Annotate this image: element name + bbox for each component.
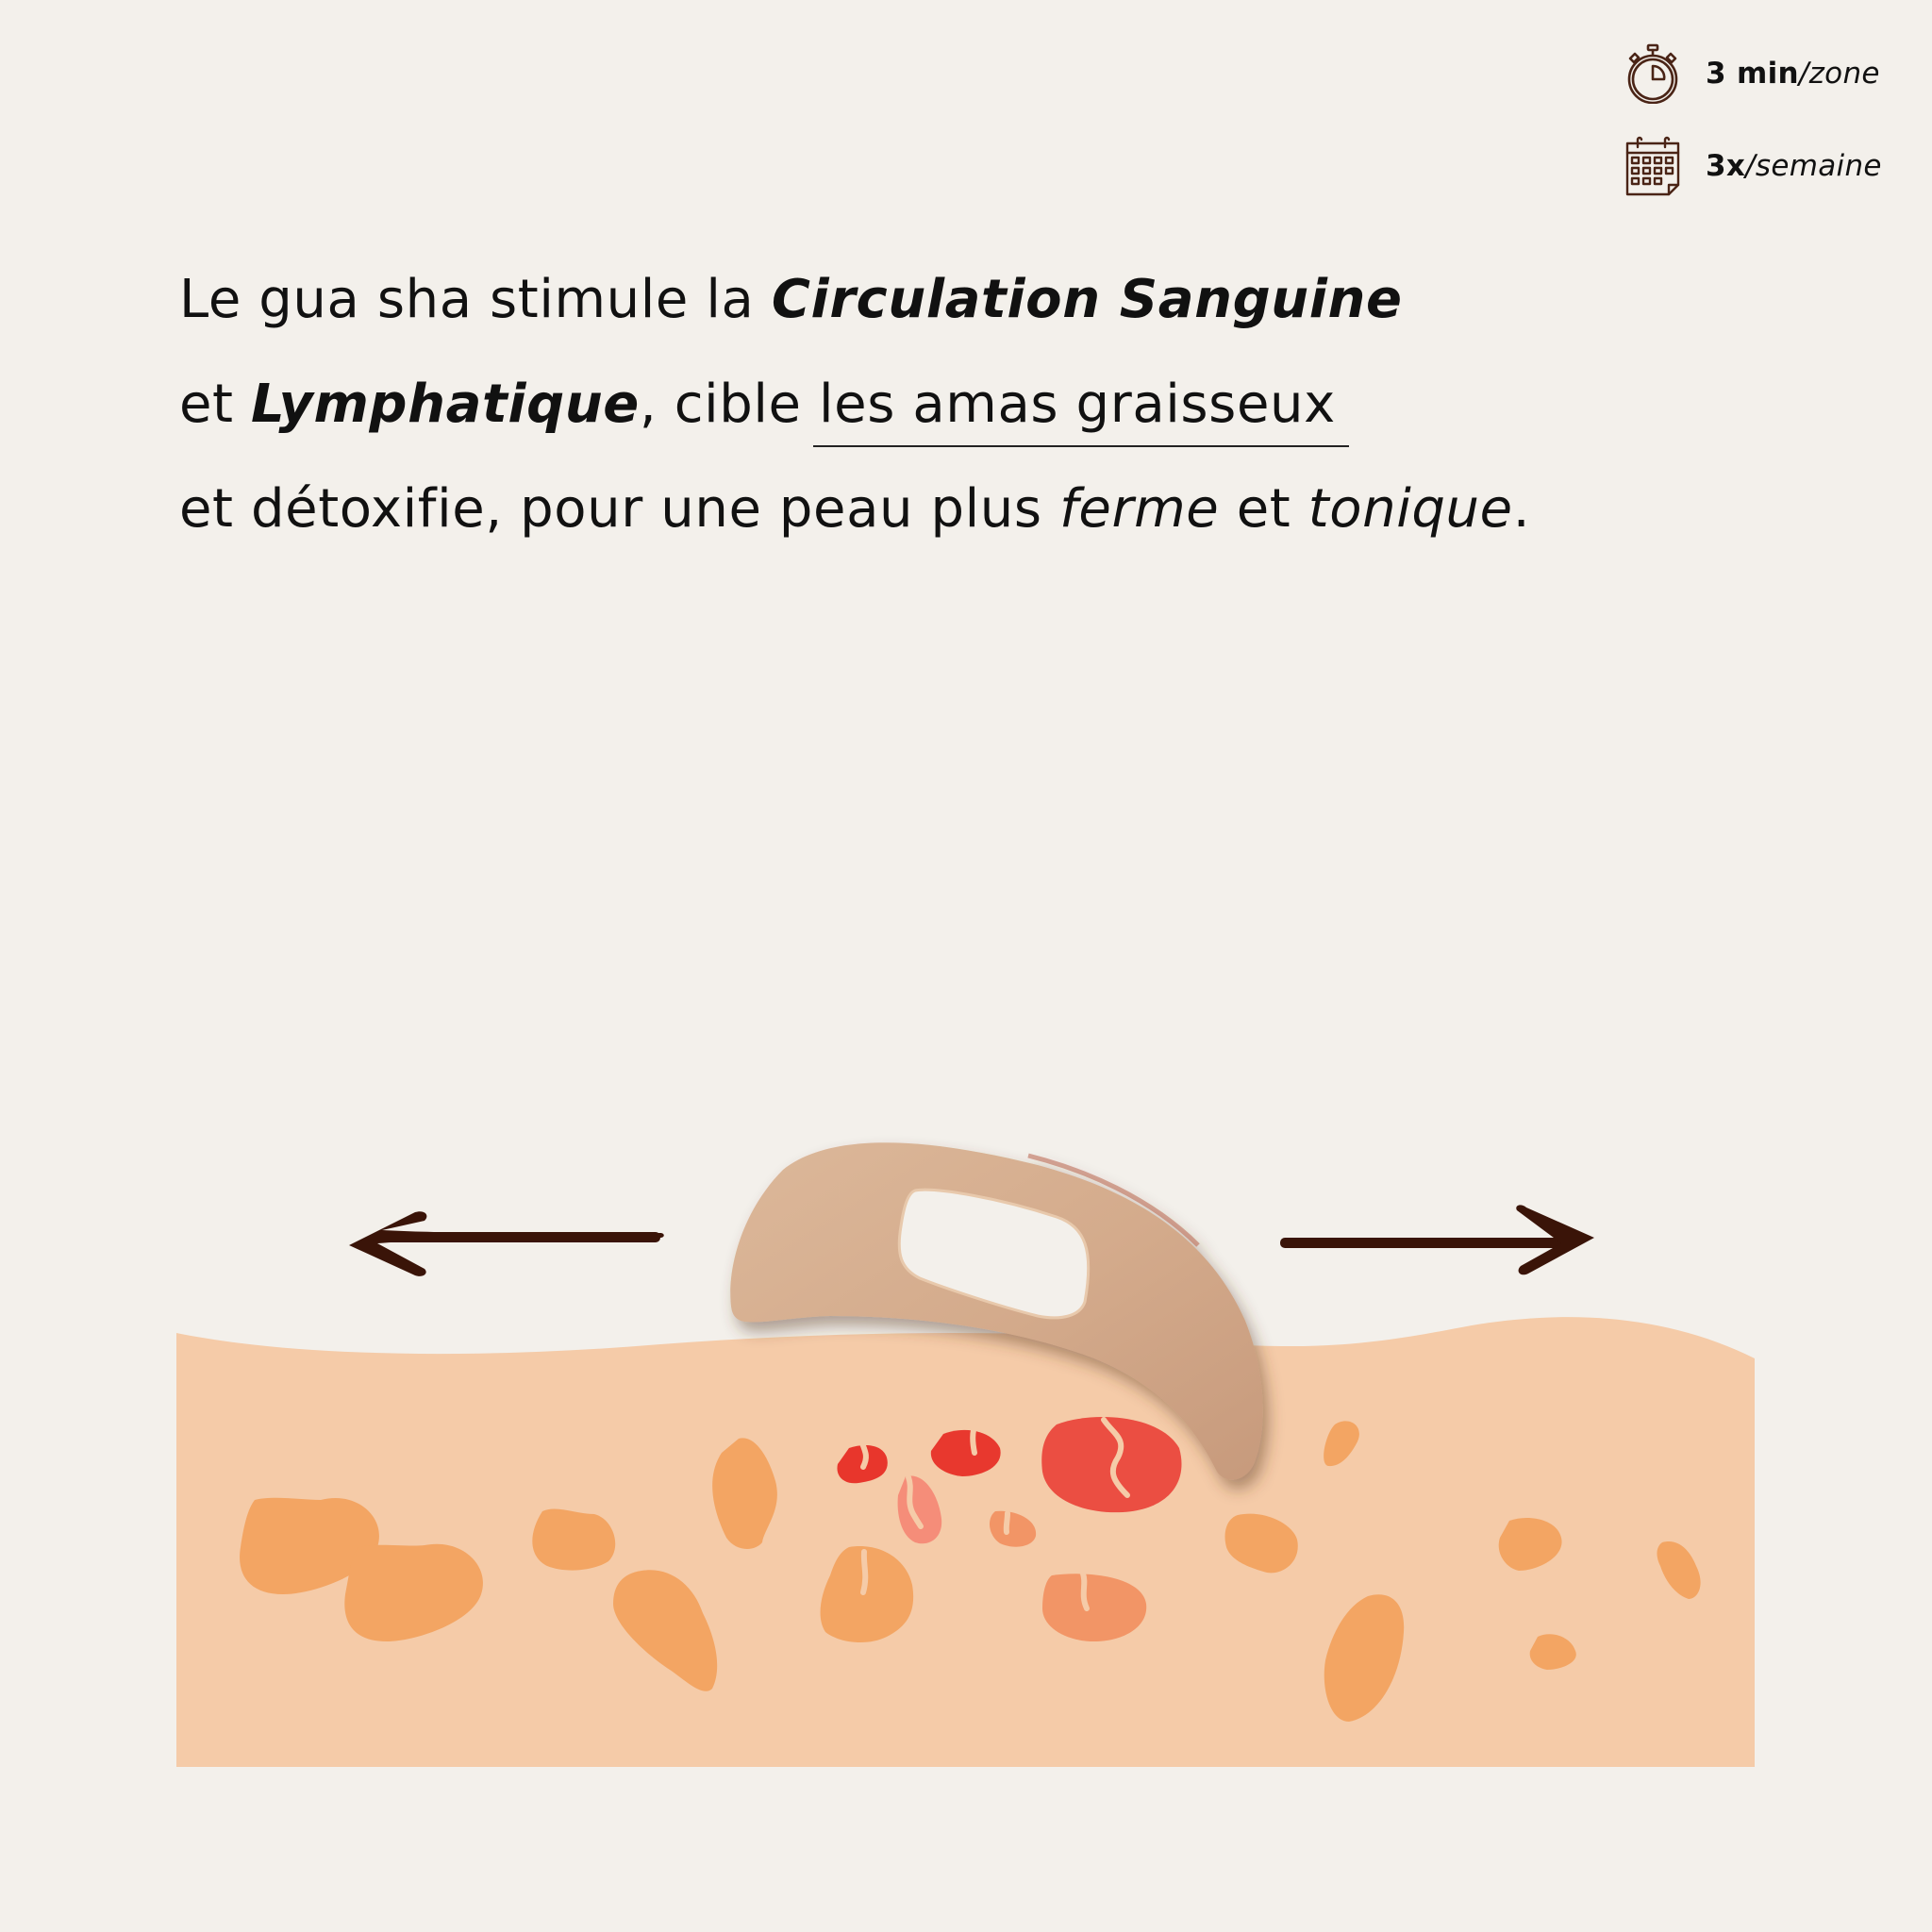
underlined-amas-graisseux: les amas graisseux [813, 352, 1349, 457]
emphasis-lymphatique: Lymphatique [251, 374, 640, 435]
calendar-icon [1625, 136, 1680, 196]
italic-ferme: ferme [1059, 478, 1220, 540]
headline-line-3: et détoxifie, pour une peau plus ferme e… [179, 478, 1531, 540]
italic-tonique: tonique [1307, 478, 1513, 540]
right-arrow [1280, 1205, 1594, 1275]
fat-cells [240, 1421, 1701, 1722]
time-per-zone-badge: 3 min/zone [1624, 43, 1880, 104]
emphasis-circulation-sanguine: Circulation Sanguine [771, 269, 1403, 330]
headline-line-1: Le gua sha stimule la Circulation Sangui… [179, 269, 1403, 330]
headline-line-2: et Lymphatique, cible les amas graisseux [179, 352, 1530, 457]
frequency-text: 3x/semaine [1706, 149, 1882, 183]
stopwatch-icon [1627, 43, 1678, 104]
time-per-zone-text: 3 min/zone [1706, 57, 1880, 91]
gua-sha-tool [730, 1142, 1263, 1480]
stimulated-fat-cells [820, 1417, 1182, 1643]
headline-paragraph: Le gua sha stimule la Circulation Sangui… [179, 247, 1530, 561]
left-arrow [349, 1211, 664, 1276]
skin-layer [176, 1317, 1755, 1767]
frequency-badge: 3x/semaine [1624, 136, 1882, 196]
